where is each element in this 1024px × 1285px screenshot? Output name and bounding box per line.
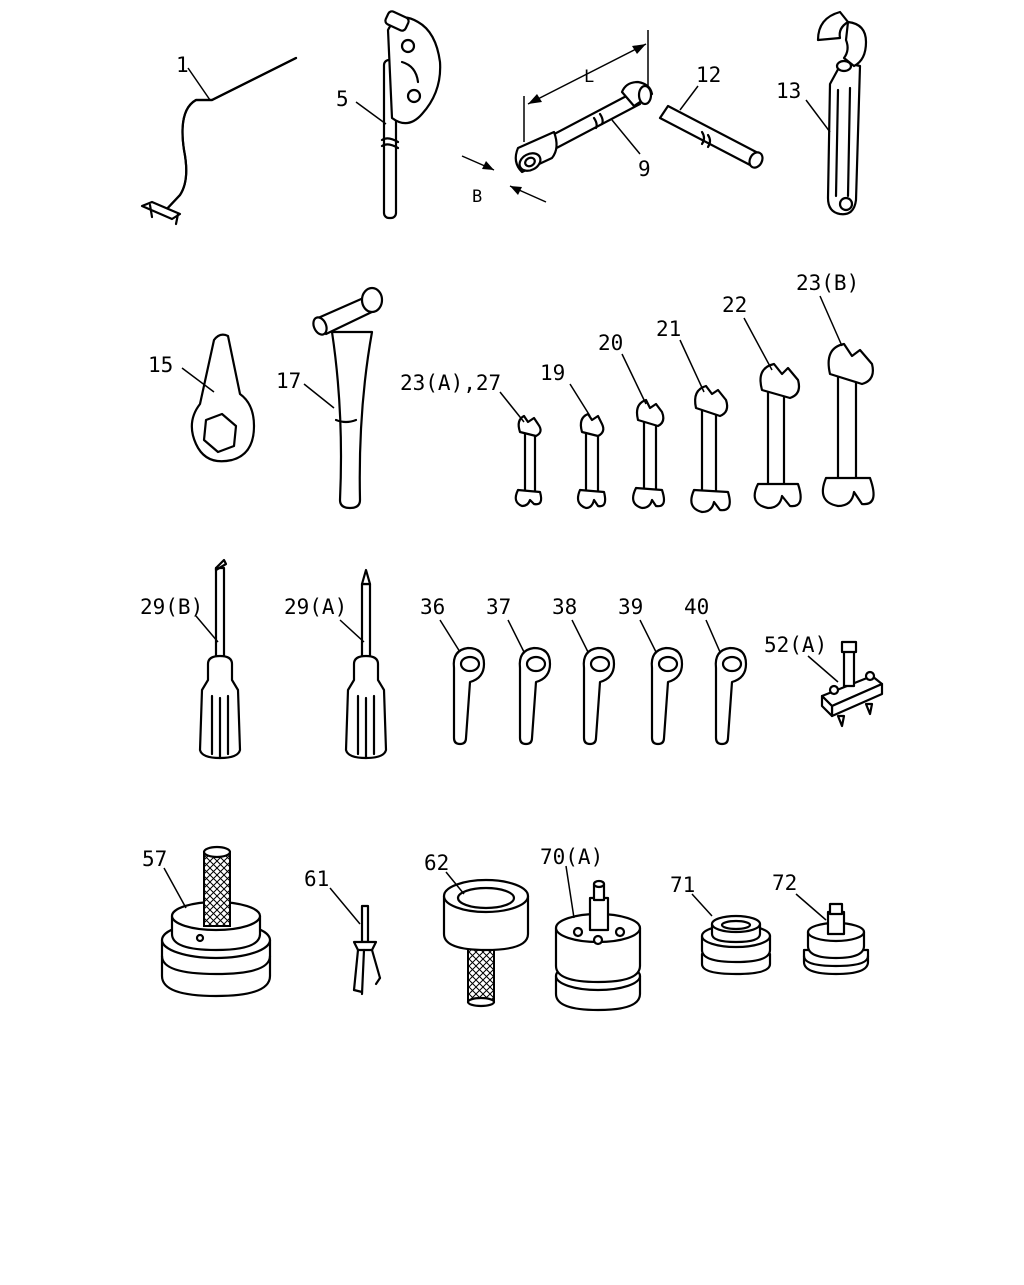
leader-line — [639, 619, 657, 653]
adjustable-wrench-icon — [816, 10, 868, 216]
leader-line — [569, 383, 591, 417]
leader-line — [187, 67, 211, 101]
knurled-installer-icon — [160, 845, 272, 998]
part-label-13: 13 — [776, 79, 801, 103]
leader-line — [743, 317, 773, 371]
part-label-15: 15 — [148, 353, 173, 377]
leader-line — [181, 367, 215, 393]
leader-line — [819, 295, 843, 347]
part-label-29b: 29(B) — [140, 595, 203, 619]
leader-line — [445, 871, 465, 895]
leader-line — [807, 655, 839, 683]
leader-line — [303, 383, 335, 409]
dimension-bore: B — [472, 187, 482, 207]
part-label-70a: 70(A) — [540, 845, 603, 869]
leader-line — [621, 353, 647, 405]
crank-handle-icon — [140, 56, 298, 226]
part-label-72: 72 — [772, 871, 797, 895]
flat-screwdriver-icon — [198, 558, 242, 760]
part-label-22: 22 — [722, 293, 747, 317]
dimension-length: L — [584, 67, 594, 87]
part-label-9: 9 — [638, 157, 651, 181]
pin-spanner-icon — [380, 10, 442, 220]
part-label-52a: 52(A) — [764, 633, 827, 657]
part-label-23a-27: 23(A),27 — [400, 371, 501, 395]
leader-line — [705, 619, 721, 653]
leader-line — [499, 391, 525, 423]
leader-line — [163, 867, 187, 909]
part-label-61: 61 — [304, 867, 329, 891]
part-label-40: 40 — [684, 595, 709, 619]
ring-collar-icon — [700, 914, 772, 976]
small-puller-icon — [352, 904, 382, 996]
stepped-installer-icon — [554, 879, 642, 1012]
part-label-20: 20 — [598, 331, 623, 355]
hammer-icon — [312, 286, 384, 510]
hex-box-spanner-icon — [190, 333, 256, 463]
part-label-36: 36 — [420, 595, 445, 619]
leader-line — [611, 119, 641, 155]
leader-line — [691, 893, 713, 917]
leader-line — [355, 101, 387, 125]
part-label-19: 19 — [540, 361, 565, 385]
leader-line — [507, 619, 525, 653]
leader-line — [795, 893, 827, 921]
part-label-17: 17 — [276, 369, 301, 393]
leader-line — [565, 865, 575, 919]
puller-icon — [820, 640, 884, 728]
leader-line — [805, 99, 831, 133]
part-label-1: 1 — [176, 53, 189, 77]
part-label-71: 71 — [670, 873, 695, 897]
leader-line — [571, 619, 589, 653]
phillips-screwdriver-icon — [344, 568, 388, 760]
leader-line — [679, 339, 705, 393]
leader-line — [329, 887, 361, 925]
leader-line — [339, 619, 365, 643]
part-label-12: 12 — [696, 63, 721, 87]
leader-line — [679, 85, 699, 111]
box-socket-wrench-icon — [461, 30, 654, 203]
part-label-57: 57 — [142, 847, 167, 871]
drift-tool-icon — [802, 902, 870, 976]
tommy-bar-icon — [658, 104, 764, 169]
part-label-39: 39 — [618, 595, 643, 619]
part-label-37: 37 — [486, 595, 511, 619]
part-label-23b: 23(B) — [796, 271, 859, 295]
part-label-38: 38 — [552, 595, 577, 619]
double-open-end-spanner-icon — [514, 342, 875, 514]
ring-spanner-icon — [452, 646, 748, 746]
part-label-21: 21 — [656, 317, 681, 341]
part-label-29a: 29(A) — [284, 595, 347, 619]
leader-line — [439, 619, 461, 653]
part-label-62: 62 — [424, 851, 449, 875]
bearing-socket-icon — [442, 878, 530, 1008]
leader-line — [195, 615, 219, 643]
part-label-5: 5 — [336, 87, 349, 111]
